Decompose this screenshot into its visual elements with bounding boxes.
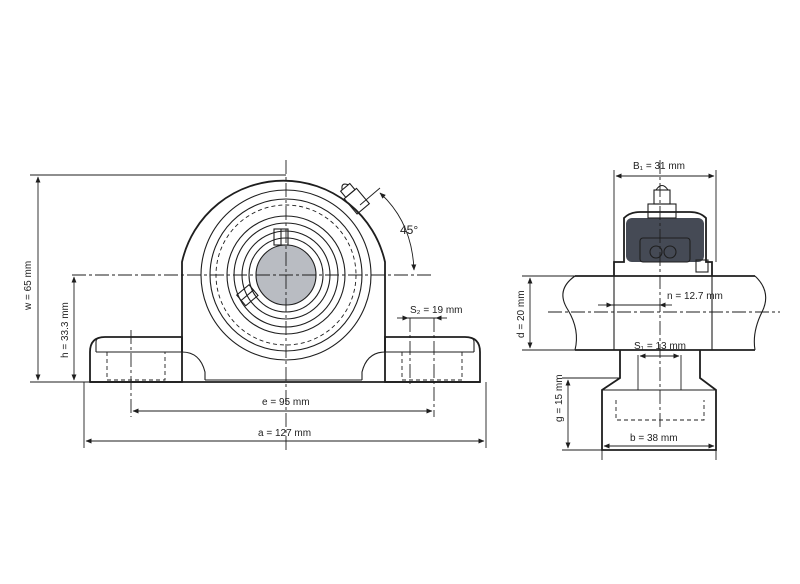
w-label: w = 65 mm <box>23 261 34 311</box>
s2-label: S₂ = 19 mm <box>410 305 463 316</box>
side-grease-nipple-body <box>653 189 671 205</box>
b-label: b = 38 mm <box>630 433 678 444</box>
side-set-screw <box>695 259 709 273</box>
front-housing-right-fillet <box>361 351 386 380</box>
side-grease-nipple-base <box>647 203 677 219</box>
front-housing-outline <box>181 179 386 352</box>
front-base-outline <box>89 336 183 383</box>
side-view: B₁ = 31 mm n = 12.7 mm d = 20 mm S₁ = 13… <box>516 160 780 460</box>
front-set-screw-bottom <box>235 283 259 307</box>
side-ball-right <box>663 245 677 259</box>
n-label: n = 12.7 mm <box>667 291 723 302</box>
side-bearing-window <box>639 237 691 263</box>
d-label: d = 20 mm <box>516 290 527 338</box>
angle-ray <box>359 187 381 206</box>
shaft-left-break <box>562 275 577 351</box>
a-label: a = 127 mm <box>258 428 311 439</box>
g-label: g = 15 mm <box>554 374 565 422</box>
front-left-bolt-hole <box>106 352 166 381</box>
front-base-right-foot <box>384 336 481 383</box>
front-housing-left-fillet <box>181 351 206 380</box>
front-right-boss <box>469 337 475 352</box>
side-housing-top <box>613 211 713 276</box>
front-right-bolt-hole <box>401 352 463 381</box>
front-grease-nipple <box>339 182 371 215</box>
angle-label: 45° <box>400 223 418 237</box>
s1-label: S₁ = 13 mm <box>634 341 686 352</box>
side-grease-nipple-tip <box>655 184 669 191</box>
shaft-right-break <box>753 275 767 351</box>
h-label: h = 33.3 mm <box>60 302 71 358</box>
front-view: 45° w = 65 mm h = 33.3 mm S₂ = 19 mm e =… <box>23 160 487 450</box>
front-left-boss <box>95 337 101 352</box>
e-label: e = 95 mm <box>262 397 310 408</box>
side-ball-left <box>649 245 663 259</box>
angle-arc <box>379 192 417 271</box>
side-housing-cap <box>626 218 704 262</box>
side-pedestal-outline <box>601 350 717 451</box>
b1-label: B₁ = 31 mm <box>633 161 685 172</box>
